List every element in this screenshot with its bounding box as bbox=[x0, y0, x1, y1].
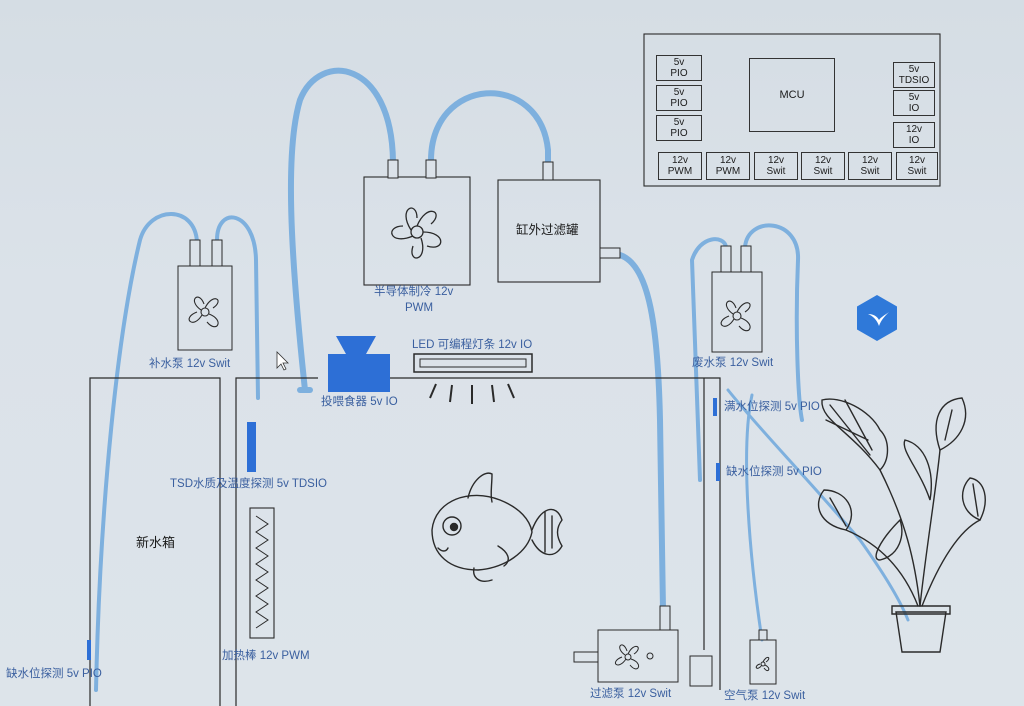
port-type: TDSIO bbox=[894, 75, 934, 86]
mcu-bottom-port-5: 12v Swit bbox=[848, 152, 892, 180]
mcu-bottom-port-1: 12v PWM bbox=[658, 152, 702, 180]
port-voltage: 12v bbox=[659, 155, 701, 166]
app-logo-icon bbox=[857, 295, 897, 341]
port-voltage: 12v bbox=[894, 124, 934, 135]
air-pump bbox=[750, 630, 776, 684]
semiconductor-cooler-label-pwm: PWM bbox=[405, 302, 433, 315]
mcu-left-port-3: 5v PIO bbox=[656, 115, 702, 141]
port-type: Swit bbox=[897, 166, 937, 177]
port-type: PIO bbox=[657, 68, 701, 79]
cooler-label-line1: 半导体制冷 12v bbox=[374, 286, 453, 298]
waste-pump bbox=[712, 246, 762, 352]
port-voltage: 5v bbox=[894, 64, 934, 75]
tds-probe-icon bbox=[247, 422, 256, 472]
tds-probe-label: TSD水质及温度探测 5v TDSIO bbox=[170, 478, 327, 491]
port-voltage: 12v bbox=[897, 155, 937, 166]
mcu-bottom-port-4: 12v Swit bbox=[801, 152, 845, 180]
tube-waste-right bbox=[745, 225, 802, 420]
semiconductor-cooler-label: 半导体制冷 12v bbox=[374, 286, 453, 299]
port-voltage: 5v bbox=[657, 57, 701, 68]
infrared-filter bbox=[498, 162, 620, 282]
feeder-label: 投喂食器 5v IO bbox=[321, 396, 398, 409]
mcu-chip: MCU bbox=[749, 58, 835, 132]
filter-pump bbox=[574, 606, 678, 682]
full-level-probe-icon bbox=[713, 398, 717, 416]
port-type: IO bbox=[894, 103, 934, 114]
mcu-bottom-port-6: 12v Swit bbox=[896, 152, 938, 180]
probes bbox=[87, 398, 720, 660]
new-water-tank-label: 新水箱 bbox=[136, 536, 175, 549]
air-pump-fan-icon bbox=[756, 657, 769, 670]
filter-pump-label: 过滤泵 12v Swit bbox=[590, 688, 671, 701]
heater-icon bbox=[250, 508, 274, 638]
port-type: IO bbox=[894, 135, 934, 146]
sump-sensor-box bbox=[690, 656, 712, 686]
low-level-probe-icon bbox=[716, 463, 720, 481]
port-type: PIO bbox=[657, 128, 701, 139]
mcu-right-port-3: 12v IO bbox=[893, 122, 935, 148]
full-level-probe-label: 满水位探测 5v PIO bbox=[724, 401, 820, 414]
newtank-low-level-probe-label: 缺水位探测 5v PIO bbox=[6, 668, 102, 681]
refill-pump-fan-icon bbox=[189, 297, 218, 327]
port-voltage: 12v bbox=[755, 155, 797, 166]
waste-pump-fan-icon bbox=[721, 301, 750, 331]
cooler-fan-icon bbox=[392, 208, 441, 258]
port-type: Swit bbox=[849, 166, 891, 177]
tube-air bbox=[747, 395, 762, 640]
mcu-right-port-1: 5v TDSIO bbox=[893, 62, 935, 88]
tube-refill-out bbox=[96, 214, 197, 690]
heater-label: 加热棒 12v PWM bbox=[222, 650, 310, 663]
led-strip-icon bbox=[414, 354, 532, 404]
mcu-left-port-2: 5v PIO bbox=[656, 85, 702, 111]
port-type: PIO bbox=[657, 98, 701, 109]
filter-pump-fan-icon bbox=[615, 645, 638, 669]
port-voltage: 12v bbox=[802, 155, 844, 166]
port-voltage: 12v bbox=[849, 155, 891, 166]
port-voltage: 5v bbox=[657, 117, 701, 128]
port-type: Swit bbox=[755, 166, 797, 177]
waste-pump-label: 废水泵 12v Swit bbox=[692, 357, 773, 370]
cooler-label-line2: PWM bbox=[405, 302, 433, 314]
infrared-filter-label: 缸外过滤罐 bbox=[516, 224, 579, 237]
air-pump-label: 空气泵 12v Swit bbox=[724, 690, 805, 703]
feeder-icon bbox=[328, 336, 390, 392]
port-type: PWM bbox=[659, 166, 701, 177]
mcu-left-port-1: 5v PIO bbox=[656, 55, 702, 81]
tube-cooler-to-filter bbox=[431, 93, 548, 163]
refill-pump bbox=[178, 240, 232, 350]
goldfish-illustration bbox=[432, 473, 562, 581]
potted-plant-illustration bbox=[819, 398, 986, 652]
port-voltage: 5v bbox=[657, 87, 701, 98]
mcu-label: MCU bbox=[779, 89, 804, 101]
refill-pump-label: 补水泵 12v Swit bbox=[149, 358, 230, 371]
newtank-low-probe-icon bbox=[87, 640, 91, 660]
port-type: Swit bbox=[802, 166, 844, 177]
mcu-bottom-port-3: 12v Swit bbox=[754, 152, 798, 180]
led-strip-label: LED 可编程灯条 12v IO bbox=[412, 339, 532, 352]
mouse-cursor-icon bbox=[277, 352, 288, 370]
port-type: PWM bbox=[707, 166, 749, 177]
port-voltage: 12v bbox=[707, 155, 749, 166]
mcu-bottom-port-2: 12v PWM bbox=[706, 152, 750, 180]
low-level-probe-label: 缺水位探测 5v PIO bbox=[726, 466, 822, 479]
tube-filter-to-pump bbox=[620, 255, 663, 610]
port-voltage: 5v bbox=[894, 92, 934, 103]
mcu-right-port-2: 5v IO bbox=[893, 90, 935, 116]
semiconductor-cooler bbox=[364, 160, 470, 285]
